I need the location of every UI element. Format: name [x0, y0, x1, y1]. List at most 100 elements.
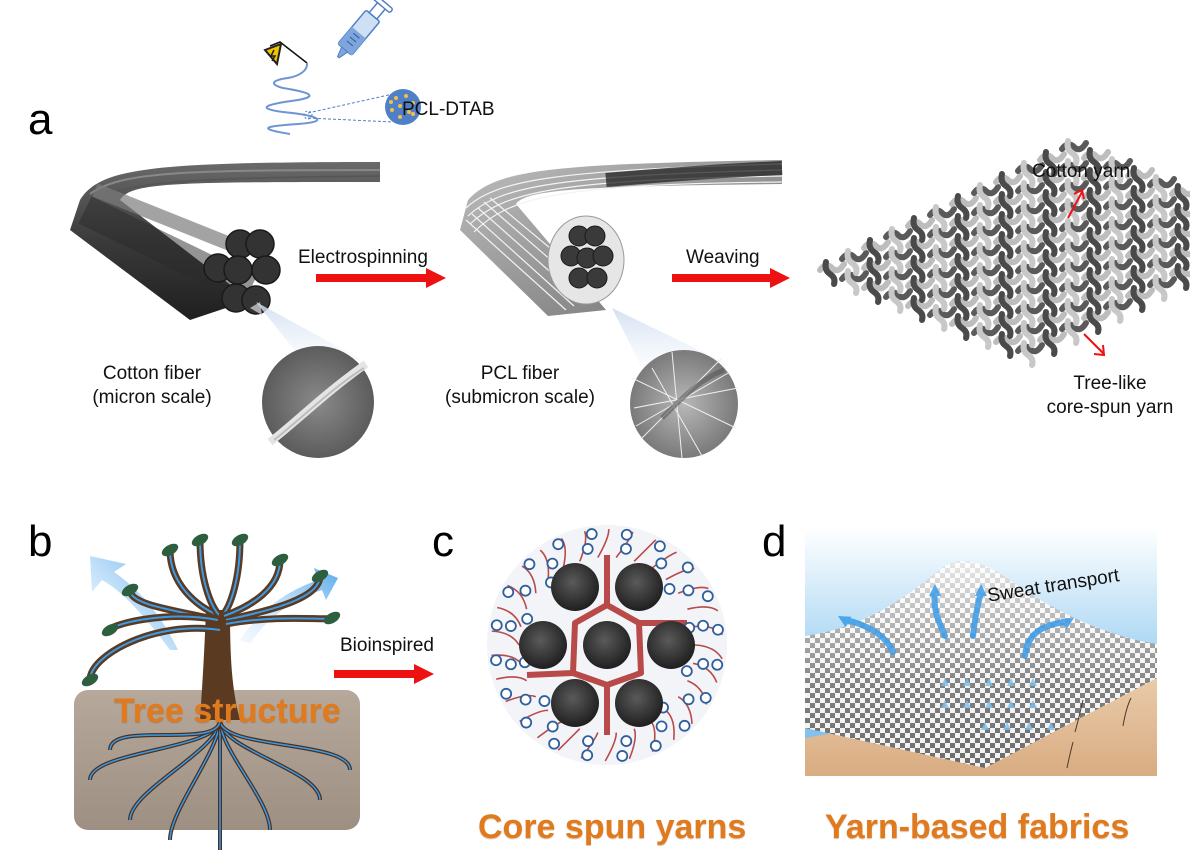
pcl-fiber-ring — [538, 695, 551, 707]
pcl-fiber-ring — [490, 654, 502, 667]
weft-yarn — [976, 242, 992, 270]
water-channel — [225, 575, 321, 621]
pcl-fiber-ring — [649, 739, 662, 752]
pcl-fiber-ring — [699, 691, 712, 704]
pcl-fiber-ring — [523, 558, 536, 571]
pcl-fiber-scale-label: (submicron scale) — [445, 387, 595, 408]
pcl-fiber-ring — [701, 590, 714, 603]
weft-yarn — [1020, 160, 1036, 188]
sweat-droplet — [985, 678, 993, 686]
panel-letter-c: c — [432, 517, 454, 566]
pcl-fiber-ring — [585, 528, 598, 540]
pcl-fiber-ring — [655, 720, 668, 733]
weft-yarn — [998, 231, 1014, 259]
weft-yarn — [1130, 225, 1146, 253]
sweat-droplet — [981, 722, 989, 730]
pcl-fiber-ring — [616, 750, 629, 762]
pcl-fiber-label: PCL fiber — [480, 363, 560, 384]
cotton-fiber-core — [551, 563, 599, 611]
water-channel — [199, 539, 221, 617]
leaf — [81, 673, 99, 687]
weft-yarn — [844, 248, 860, 276]
sweat-droplet — [1007, 678, 1015, 686]
core-spun-yarns-title: Core spun yarns — [478, 808, 747, 846]
weft-yarn — [910, 295, 926, 323]
weft-yarn — [998, 211, 1014, 239]
pcl-fiber-ring — [546, 720, 559, 733]
sweat-flow-arrowhead — [929, 584, 941, 596]
yarn-based-fabrics-title: Yarn-based fabrics — [825, 808, 1130, 846]
weft-yarn — [998, 291, 1014, 319]
sweat-droplet — [963, 678, 971, 686]
cotton-fiber-core — [647, 621, 695, 669]
pcl-dtab-label: PCL-DTAB — [402, 99, 495, 120]
pcl-fiber-ring — [697, 658, 710, 670]
pcl-fiber-sem-magnifier — [612, 308, 739, 459]
weft-yarn — [932, 284, 948, 312]
weft-yarn — [1064, 318, 1080, 346]
cotton-fiber-core — [551, 679, 599, 727]
weft-yarn — [888, 266, 904, 294]
pcl-fiber-ring — [505, 658, 517, 671]
weft-yarn — [822, 259, 838, 287]
weft-yarn — [1108, 256, 1124, 284]
weft-yarn — [1108, 296, 1124, 324]
fine-branch — [491, 630, 520, 646]
weft-yarn — [1042, 329, 1058, 357]
yarn-based-fabric-illustration — [805, 528, 1157, 776]
weft-yarn — [998, 191, 1014, 219]
core-spun-yarn-cross-section — [487, 525, 727, 765]
high-voltage-warning-icon — [263, 42, 283, 67]
weft-yarn — [1020, 340, 1036, 368]
sweat-droplet — [941, 678, 949, 686]
pcl-fiber-ring — [581, 543, 594, 555]
pcl-fiber-ring — [620, 542, 632, 555]
weft-yarn — [1108, 216, 1124, 244]
pcl-fiber-ring — [502, 586, 515, 599]
weft-yarn — [954, 233, 970, 261]
fine-branch — [557, 728, 581, 751]
sweat-flow-arrow — [1022, 619, 1070, 659]
weft-yarn — [1042, 289, 1058, 317]
weft-yarn — [1152, 214, 1168, 242]
weft-yarn — [1130, 265, 1146, 293]
sweat-droplet — [941, 700, 949, 708]
sweat-flow-arrow — [842, 617, 896, 655]
weft-yarn — [1064, 278, 1080, 306]
fine-branch — [677, 696, 693, 724]
weft-yarn — [866, 277, 882, 305]
weft-yarn — [844, 268, 860, 296]
weft-yarn — [910, 235, 926, 263]
weft-yarn — [1174, 243, 1190, 271]
electrospinning-arrow-icon — [316, 268, 446, 288]
weft-yarn — [976, 322, 992, 350]
weft-yarn — [932, 244, 948, 272]
water-channel — [223, 559, 281, 617]
pcl-fiber-ring — [490, 619, 503, 632]
weft-yarn — [1130, 245, 1146, 273]
weft-yarn — [888, 286, 904, 314]
weft-yarn — [1064, 198, 1080, 226]
root-water-channel — [109, 719, 221, 751]
weft-yarn — [1020, 320, 1036, 348]
pcl-fiber-ring — [620, 735, 633, 747]
fine-branch — [604, 732, 617, 762]
fine-branch — [628, 728, 637, 760]
leaf — [311, 569, 329, 583]
leaf — [191, 533, 209, 547]
weft-yarn — [932, 304, 948, 332]
weft-yarn — [1064, 298, 1080, 326]
pcl-fiber-ring — [546, 557, 559, 570]
weft-yarn — [954, 273, 970, 301]
cotton-yarn-label: Cotton yarn — [1032, 161, 1131, 182]
pcl-fiber-ring — [678, 719, 691, 732]
weft-yarn — [1108, 196, 1124, 224]
weft-yarn — [954, 213, 970, 241]
weft-yarn — [1042, 249, 1058, 277]
fine-branch — [495, 676, 528, 682]
pcl-fiber-ring — [682, 693, 695, 706]
weft-yarn — [1042, 149, 1058, 177]
weft-yarn — [1086, 247, 1102, 275]
weft-yarn — [1042, 209, 1058, 237]
weft-yarn — [1020, 180, 1036, 208]
